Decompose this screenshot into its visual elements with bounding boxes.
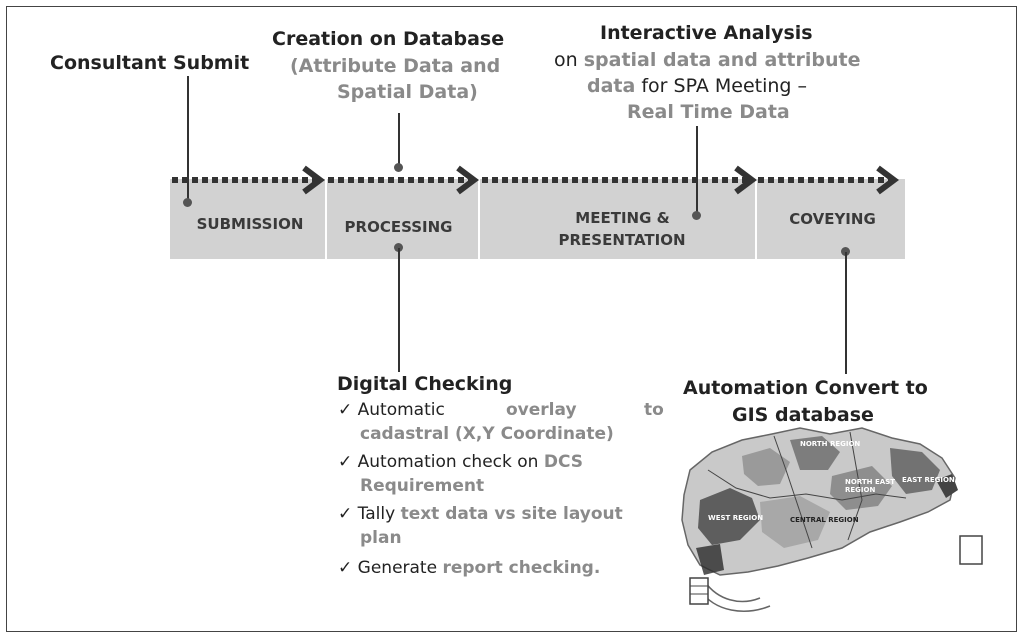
stage-meeting-label-2: PRESENTATION: [558, 231, 686, 249]
consultant-submit-label: Consultant Submit: [50, 52, 250, 74]
item-1-text-d: cadastral (X,Y Coordinate): [360, 424, 614, 444]
map-label-west: WEST REGION: [708, 514, 764, 522]
map-label-central: CENTRAL REGION: [790, 516, 859, 524]
item-2-text-a: Automation check on: [357, 452, 544, 472]
creation-database-sub-2: Spatial Data): [337, 81, 478, 103]
check-mark-icon: ✓: [338, 558, 353, 578]
map-label-north-east: NORTH EAST REGION: [845, 478, 895, 495]
map-grid-icon: [689, 577, 709, 605]
arrow-head-2: [456, 165, 479, 195]
interactive-analysis-line-2a: data: [587, 75, 636, 97]
stage-conveying-label: COVEYING: [789, 210, 876, 228]
automation-title-1: Automation Convert to: [683, 377, 928, 399]
connector-dot-creation: [394, 163, 403, 172]
digital-checking-item-1: ✓ Automatic: [338, 400, 668, 421]
item-1-text-a: Automatic: [357, 400, 445, 420]
item-1-to-wrap: to: [644, 400, 664, 421]
item-1-text-c: to: [644, 400, 664, 420]
item-4-text-b: report checking.: [442, 558, 601, 578]
interactive-analysis-line-1b: spatial data and attribute: [583, 49, 861, 71]
interactive-analysis-line-2b: for SPA Meeting –: [635, 75, 808, 97]
automation-title-2: GIS database: [732, 404, 874, 426]
connector-consultant: [187, 76, 189, 201]
digital-checking-item-2-cont: Requirement: [360, 476, 484, 497]
interactive-analysis-line-2: data for SPA Meeting –: [587, 75, 807, 98]
map-island: [681, 427, 983, 612]
digital-checking-item-2: ✓ Automation check on DCS: [338, 452, 583, 473]
item-1-text-b: overlay: [506, 400, 577, 420]
stage-submission-label: SUBMISSION: [196, 215, 304, 233]
map-inset-icon: [959, 535, 983, 565]
connector-dot-conveying: [841, 247, 850, 256]
map-label-north: NORTH REGION: [800, 440, 861, 448]
arrow-head-1: [302, 165, 325, 195]
interactive-analysis-title: Interactive Analysis: [600, 22, 813, 44]
item-2-text-b: DCS: [543, 452, 583, 472]
connector-dot-meeting: [692, 211, 701, 220]
connector-dot-processing: [394, 243, 403, 252]
stage-processing-box: [327, 179, 480, 259]
connector-digital-checking: [398, 248, 400, 372]
stage-submission-box: [170, 179, 327, 259]
item-4-text-a: Generate: [357, 558, 443, 578]
stage-processing-label: PROCESSING: [344, 218, 453, 236]
item-3-text-b: text data vs site layout: [400, 504, 623, 524]
arrow-head-3: [734, 165, 757, 195]
connector-dot-submission: [183, 198, 192, 207]
interactive-analysis-line-1: on spatial data and attribute: [554, 49, 860, 72]
digital-checking-item-4: ✓ Generate report checking.: [338, 558, 600, 579]
digital-checking-item-3: ✓ Tally text data vs site layout: [338, 504, 623, 525]
digital-checking-item-1-cont: cadastral (X,Y Coordinate): [360, 424, 614, 445]
interactive-analysis-line-3: Real Time Data: [627, 101, 790, 123]
item-2-text-c: Requirement: [360, 476, 485, 496]
interactive-analysis-line-1a: on: [554, 49, 584, 71]
arrow-head-4: [876, 165, 899, 195]
connector-interactive: [696, 126, 698, 214]
item-3-text-c: plan: [360, 528, 402, 548]
item-3-text-a: Tally: [357, 504, 401, 524]
connector-automation: [845, 252, 847, 374]
item-1-overlay-wrap: overlay: [506, 400, 577, 421]
check-mark-icon: ✓: [338, 452, 353, 472]
stage-meeting-label-1: MEETING &: [575, 209, 670, 227]
stage-meeting-box: [480, 179, 757, 259]
creation-database-sub-1: (Attribute Data and: [290, 55, 501, 77]
creation-database-title: Creation on Database: [272, 28, 505, 50]
check-mark-icon: ✓: [338, 504, 353, 524]
map-label-east: EAST REGION: [902, 476, 955, 484]
digital-checking-title: Digital Checking: [337, 373, 513, 395]
digital-checking-item-3-cont: plan: [360, 528, 402, 549]
diagram-border: [6, 6, 1017, 632]
connector-creation: [398, 113, 400, 165]
check-mark-icon: ✓: [338, 400, 353, 420]
